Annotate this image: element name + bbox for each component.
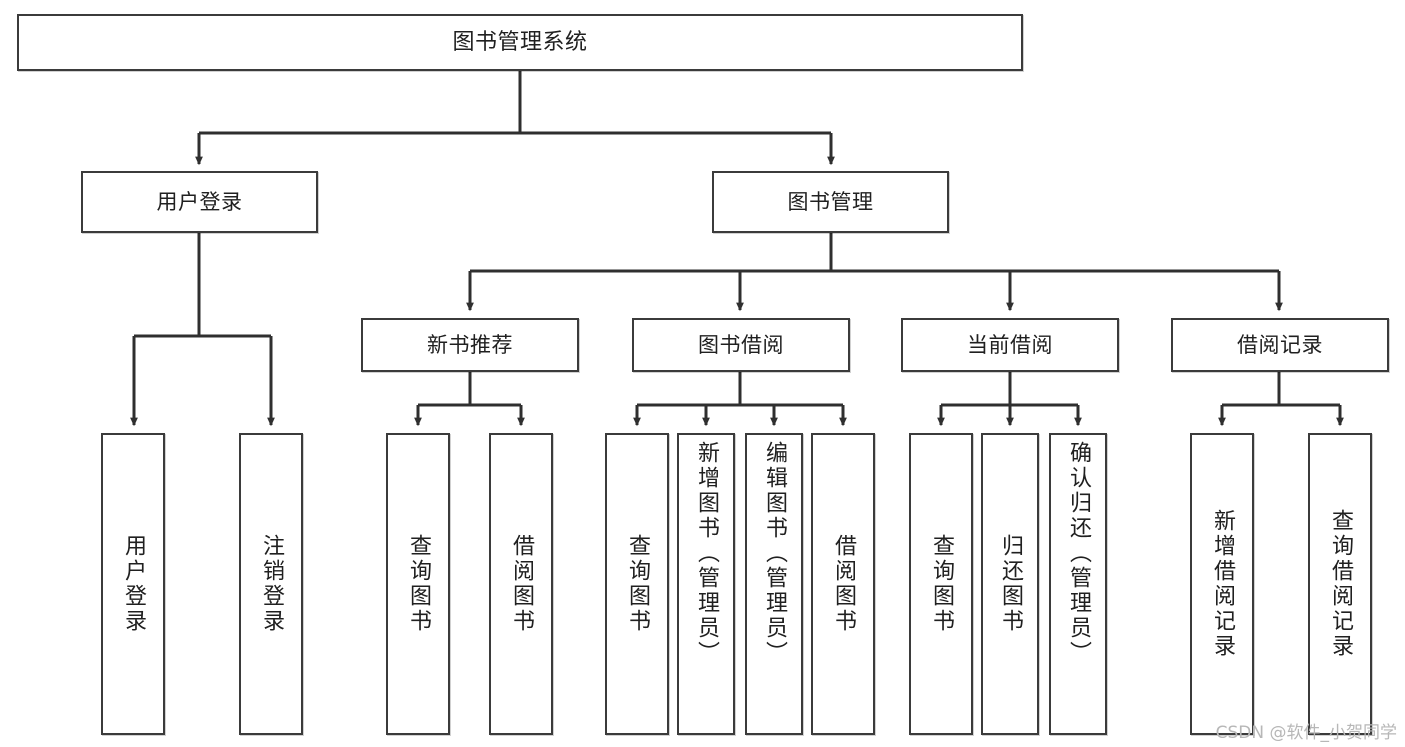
leaf-bookborrow-edit-book-admin[interactable]: 编辑图书（管理员）	[745, 433, 803, 735]
csdn-watermark: CSDN @软件_小贺同学	[1215, 723, 1397, 743]
node-label: 新增借阅记录	[1210, 509, 1235, 659]
leaf-borrowrecord-add-record[interactable]: 新增借阅记录	[1190, 433, 1254, 735]
node-current-borrow[interactable]: 当前借阅	[901, 318, 1119, 372]
node-book-management[interactable]: 图书管理	[712, 171, 949, 233]
node-label: 查询图书	[929, 534, 954, 634]
node-label: 查询图书	[406, 534, 431, 634]
leaf-user-logout[interactable]: 注销登录	[239, 433, 303, 735]
node-label: 归还图书	[998, 534, 1023, 634]
node-label: 图书管理	[787, 189, 874, 214]
node-label: 当前借阅	[967, 332, 1053, 357]
leaf-bookborrow-add-book-admin[interactable]: 新增图书（管理员）	[677, 433, 735, 735]
node-label: 用户登录	[121, 534, 146, 634]
node-book-borrow[interactable]: 图书借阅	[632, 318, 850, 372]
node-label: 借阅记录	[1237, 332, 1323, 357]
leaf-currentborrow-confirm-return-admin[interactable]: 确认归还（管理员）	[1049, 433, 1107, 735]
node-root-library-system[interactable]: 图书管理系统	[17, 14, 1023, 71]
node-label: 新增图书（管理员）	[694, 441, 719, 666]
node-label: 查询借阅记录	[1328, 509, 1353, 659]
node-new-book-recommend[interactable]: 新书推荐	[361, 318, 579, 372]
node-label: 图书借阅	[698, 332, 784, 357]
node-label: 查询图书	[625, 534, 650, 634]
node-label: 编辑图书（管理员）	[762, 441, 787, 666]
leaf-currentborrow-query-books[interactable]: 查询图书	[909, 433, 973, 735]
leaf-bookborrow-borrow-books[interactable]: 借阅图书	[811, 433, 875, 735]
leaf-newbook-query-books[interactable]: 查询图书	[386, 433, 450, 735]
node-label: 新书推荐	[427, 332, 513, 357]
node-label: 确认归还（管理员）	[1066, 441, 1091, 666]
node-label: 借阅图书	[509, 534, 534, 634]
leaf-user-login[interactable]: 用户登录	[101, 433, 165, 735]
leaf-borrowrecord-query-record[interactable]: 查询借阅记录	[1308, 433, 1372, 735]
node-label: 借阅图书	[831, 534, 856, 634]
node-label: 图书管理系统	[452, 29, 588, 55]
node-borrow-record[interactable]: 借阅记录	[1171, 318, 1389, 372]
node-label: 用户登录	[156, 189, 243, 214]
node-label: 注销登录	[259, 534, 284, 634]
leaf-currentborrow-return-books[interactable]: 归还图书	[981, 433, 1039, 735]
leaf-newbook-borrow-books[interactable]: 借阅图书	[489, 433, 553, 735]
node-user-login[interactable]: 用户登录	[81, 171, 318, 233]
leaf-bookborrow-query-books[interactable]: 查询图书	[605, 433, 669, 735]
